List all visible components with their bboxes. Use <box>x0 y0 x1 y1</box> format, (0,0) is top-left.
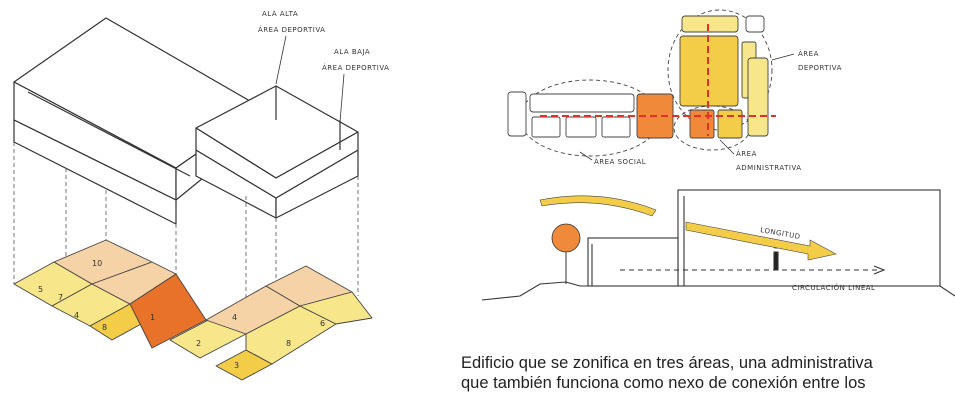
label-area-deportiva: ÁREA <box>798 49 819 58</box>
section-colors <box>539 195 837 284</box>
bubble-zoning <box>507 9 776 157</box>
social-block-a <box>531 116 561 138</box>
admin-block-b <box>717 109 743 139</box>
label-area-administrativa: ÁREA <box>736 149 757 158</box>
cell-number: 4 <box>232 313 237 322</box>
cell-6 <box>299 291 373 325</box>
floor-plan <box>13 239 373 381</box>
axonometric-building <box>13 17 359 225</box>
cell-number: 7 <box>58 293 63 302</box>
label-ala-baja-area: ÁREA DEPORTIVA <box>322 63 389 72</box>
caption: Edificio que se zonifica en tres áreas, … <box>461 353 955 393</box>
tree-canopy <box>551 223 581 253</box>
label-area-social: ÁREA SOCIAL <box>594 157 646 166</box>
cell-number: 8 <box>286 339 291 348</box>
label-area-administrativa-2: ADMINISTRATIVA <box>736 164 802 172</box>
caption-line-2: que también funciona como nexo de conexi… <box>461 374 866 392</box>
step-line <box>27 91 191 177</box>
cell-numbers: 5 4 8 7 1 2 3 4 6 8 10 <box>38 259 325 370</box>
circulation-arrow <box>873 265 886 275</box>
cell-number: 10 <box>92 259 102 268</box>
sport-block-top <box>681 15 739 33</box>
cell-number: 2 <box>196 339 201 348</box>
label-circulacion-lineal: CIRCULACIÓN LINEAL <box>792 283 875 292</box>
left-labels: ALA ALTA ÁREA DEPORTIVA ALA BAJA ÁREA DE… <box>258 10 389 123</box>
sport-block-tall <box>747 57 769 137</box>
admin-block-a <box>689 109 715 139</box>
label-ala-alta-area: ÁREA DEPORTIVA <box>258 25 325 34</box>
cell-number: 1 <box>150 313 155 322</box>
sport-block-small <box>745 15 765 33</box>
cell-number: 4 <box>74 311 79 320</box>
right-top-labels: ÁREA DEPORTIVA ÁREA SOCIAL ÁREA ADMINIST… <box>579 49 842 172</box>
caption-line-1: Edificio que se zonifica en tres áreas, … <box>461 354 873 372</box>
label-area-deportiva-2: DEPORTIVA <box>798 64 842 72</box>
label-ala-baja: ALA BAJA <box>334 48 370 56</box>
building-section <box>481 189 955 301</box>
social-block-b <box>565 116 597 138</box>
cell-8-right <box>245 305 337 365</box>
longitudinal-arrow <box>685 221 837 261</box>
section-tall-volume <box>677 189 941 287</box>
cell-number: 3 <box>234 361 239 370</box>
social-block-top <box>529 93 635 113</box>
label-ala-alta: ALA ALTA <box>262 10 298 18</box>
social-block-long <box>507 91 527 137</box>
social-block-c <box>601 116 631 138</box>
section-low-volume <box>587 237 679 287</box>
cell-number: 5 <box>38 285 43 294</box>
short-wing-body <box>195 127 359 199</box>
cell-number: 6 <box>320 319 325 328</box>
wind-swoosh <box>539 195 657 217</box>
cell-number: 8 <box>102 323 107 332</box>
